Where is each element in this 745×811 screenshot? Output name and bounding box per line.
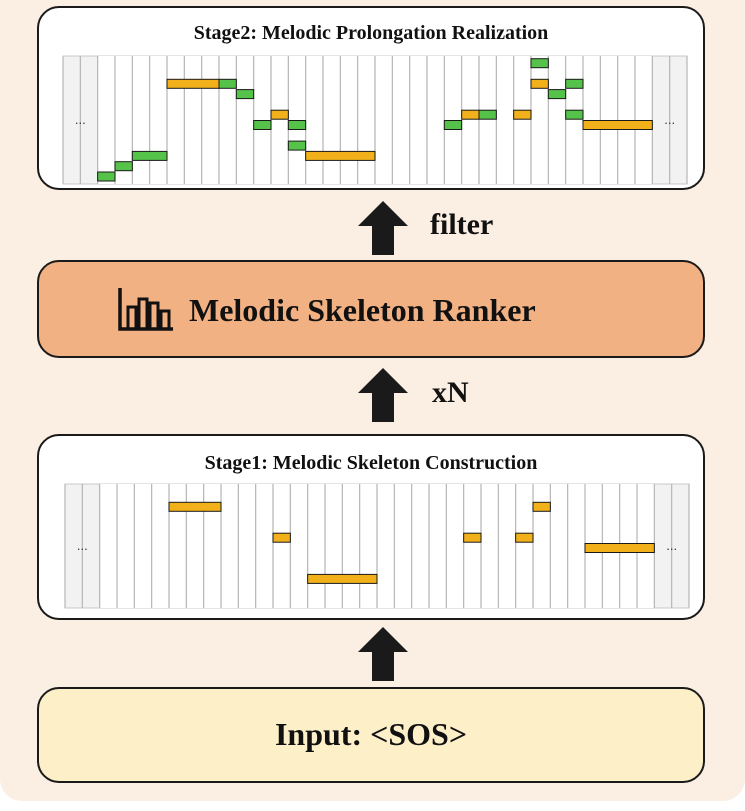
- ellipsis-left: ...: [77, 538, 88, 553]
- skeleton-note: [461, 109, 480, 120]
- skeleton-note: [272, 532, 291, 543]
- input-label: Input: <SOS>: [274, 716, 468, 752]
- skeleton-note: [530, 78, 549, 89]
- stage1-title: Stage1: Melodic Skeleton Construction: [204, 452, 538, 474]
- ornament-note: [287, 140, 307, 151]
- ornament-note: [565, 78, 584, 89]
- skeleton-note: [463, 532, 482, 543]
- ornament-note: [114, 161, 133, 172]
- up-arrow-icon: [358, 627, 408, 681]
- stage2-box: Stage2: Melodic Prolongation Realization…: [37, 6, 705, 190]
- skeleton-note: [515, 532, 534, 543]
- stage2-piano-roll: ......: [62, 55, 688, 185]
- ellipsis-right: ...: [664, 112, 675, 127]
- skeleton-note: [307, 573, 378, 584]
- skeleton-note: [168, 501, 222, 512]
- skeleton-note: [532, 501, 551, 512]
- skeleton-note: [513, 109, 532, 120]
- ornament-note: [235, 89, 255, 100]
- skeleton-note: [582, 120, 653, 130]
- ellipsis-right: ...: [666, 538, 677, 553]
- stage2-title: Stage2: Melodic Prolongation Realization: [193, 22, 549, 44]
- up-arrow-icon: [358, 368, 408, 422]
- ornament-note: [97, 171, 116, 182]
- ranker-label: Melodic Skeleton Ranker: [189, 292, 536, 328]
- ornament-note: [218, 78, 237, 89]
- skeleton-note: [584, 543, 655, 553]
- skeleton-note: [270, 109, 289, 120]
- up-arrow-icon: [358, 201, 408, 255]
- ornament-note: [565, 109, 584, 120]
- stage1-piano-roll: ......: [64, 483, 690, 609]
- skeleton-note: [305, 150, 376, 161]
- ornament-note: [530, 58, 549, 69]
- input-box: Input: <SOS>: [37, 687, 705, 783]
- ornament-note: [443, 120, 463, 130]
- filter-label: filter: [430, 208, 494, 241]
- ornament-note: [478, 109, 497, 120]
- ornament-note: [547, 89, 567, 100]
- ornament-note: [131, 150, 168, 161]
- ornament-note: [253, 120, 272, 130]
- ornament-note: [287, 120, 307, 130]
- ellipsis-left: ...: [75, 112, 86, 127]
- stage1-box: Stage1: Melodic Skeleton Construction ..…: [37, 434, 705, 620]
- melodic-skeleton-ranker: Melodic Skeleton Ranker: [37, 260, 705, 358]
- skeleton-note: [166, 78, 220, 89]
- repeat-label: xN: [432, 376, 469, 409]
- bar-chart-icon: [118, 288, 173, 331]
